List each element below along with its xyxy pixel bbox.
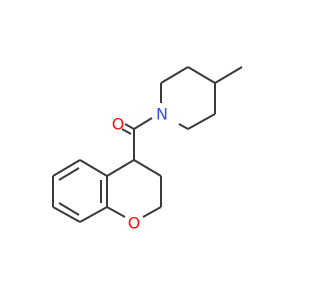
- pyran-ring: [106, 159, 162, 218]
- aromatic-inner-bond: [58, 167, 80, 181]
- aromatic-inner-bond: [58, 202, 80, 216]
- bond: [178, 123, 189, 130]
- molecule-canvas: N O O: [52, 66, 243, 233]
- bond: [160, 66, 189, 84]
- atom-o-carbonyl: O: [112, 115, 125, 134]
- nitrogen-label: N: [156, 105, 168, 124]
- bond: [106, 159, 135, 177]
- structure-drawing: N O O: [52, 66, 243, 233]
- bond: [106, 206, 126, 218]
- bond: [187, 113, 216, 130]
- ether-oxygen-label: O: [128, 214, 141, 233]
- bond: [187, 66, 216, 84]
- bond: [133, 159, 162, 177]
- bond: [79, 206, 108, 223]
- bond: [142, 206, 162, 218]
- bond: [52, 159, 81, 177]
- carbonyl-oxygen-label: O: [112, 115, 125, 134]
- carbonyl-double-bond: [121, 128, 132, 135]
- atom-o-ether: O: [128, 214, 141, 233]
- atom-n: N: [156, 105, 168, 124]
- benzene-ring: [52, 159, 108, 223]
- bond: [133, 117, 153, 130]
- methyl-bond: [214, 66, 243, 84]
- bond: [52, 206, 81, 223]
- bond: [79, 159, 108, 177]
- amide-group: [121, 117, 153, 135]
- piperidine-ring: [160, 66, 216, 130]
- carbonyl-double-bond: [124, 123, 135, 130]
